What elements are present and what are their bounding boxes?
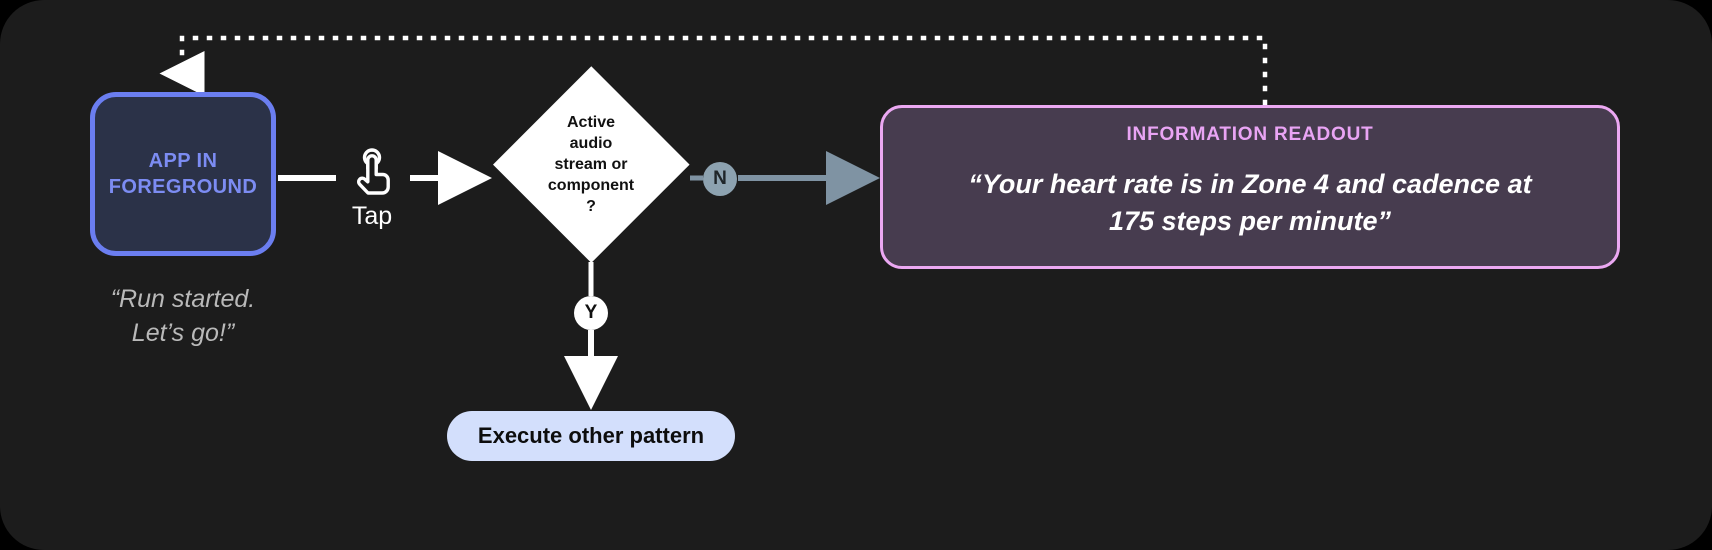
decision-line-3: stream or [554,155,628,173]
decision-line-4: component [547,176,635,194]
readout-title: INFORMATION READOUT [1126,124,1374,145]
decision-line-5: ? [586,197,596,215]
branch-badge-yes-label: Y [584,302,598,323]
branch-badge-no: N [703,162,737,196]
node-information-readout[interactable]: INFORMATION READOUT “Your heart rate is … [880,105,1620,269]
readout-quote-line1: “Your heart rate is in Zone 4 and cadenc… [968,169,1532,199]
tap-gesture-group[interactable]: Tap [336,146,408,230]
node-decision-audio-stream[interactable]: Active audio stream or component ? [492,65,689,262]
branch-badge-no-label: N [713,168,727,189]
decision-line-2: audio [569,134,613,152]
tap-gesture-label: Tap [351,202,393,230]
node-app-caption: “Run started. Let’s go!” [60,282,306,350]
execute-pill-label: Execute other pattern [477,423,705,448]
node-app-caption-line2: Let’s go!” [131,319,235,347]
node-app-label: APP IN FOREGROUND [108,150,258,198]
readout-quote: “Your heart rate is in Zone 4 and cadenc… [909,166,1591,240]
branch-badge-yes: Y [574,296,608,330]
decision-line-1: Active [566,113,616,131]
node-execute-other-pattern[interactable]: Execute other pattern [447,411,735,461]
tap-gesture-icon [357,148,390,195]
decision-text: Active audio stream or component ? [493,66,689,262]
node-app-in-foreground[interactable]: APP IN FOREGROUND [90,92,276,256]
node-app-caption-line1: “Run started. [110,285,256,313]
readout-quote-line2: 175 steps per minute” [1108,206,1392,236]
